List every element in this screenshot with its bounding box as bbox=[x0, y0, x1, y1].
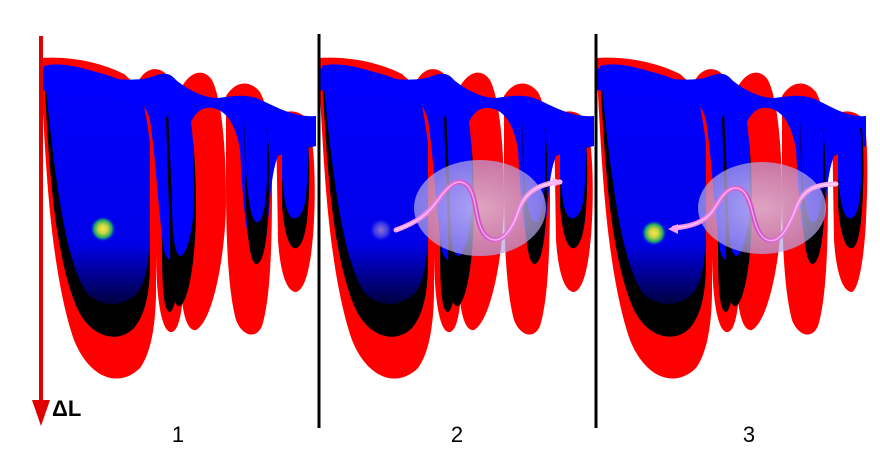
panel-label-1: 1 bbox=[172, 422, 184, 447]
panel-1-landscape bbox=[40, 57, 316, 379]
photon-wave-icon bbox=[668, 162, 839, 254]
electron-dot-icon bbox=[641, 220, 667, 246]
delta-l-axis: ΔL bbox=[32, 36, 81, 426]
electron-dot-icon bbox=[90, 216, 116, 242]
panel-label-2: 2 bbox=[451, 422, 463, 447]
down-arrow-icon bbox=[32, 400, 50, 426]
panel-label-3: 3 bbox=[743, 422, 755, 447]
axis-label: ΔL bbox=[52, 396, 81, 421]
electron-dot-faded-icon bbox=[369, 218, 393, 242]
panel-3-landscape bbox=[596, 57, 868, 379]
panel-2-landscape bbox=[318, 57, 594, 379]
photon-wave-icon bbox=[393, 160, 563, 256]
